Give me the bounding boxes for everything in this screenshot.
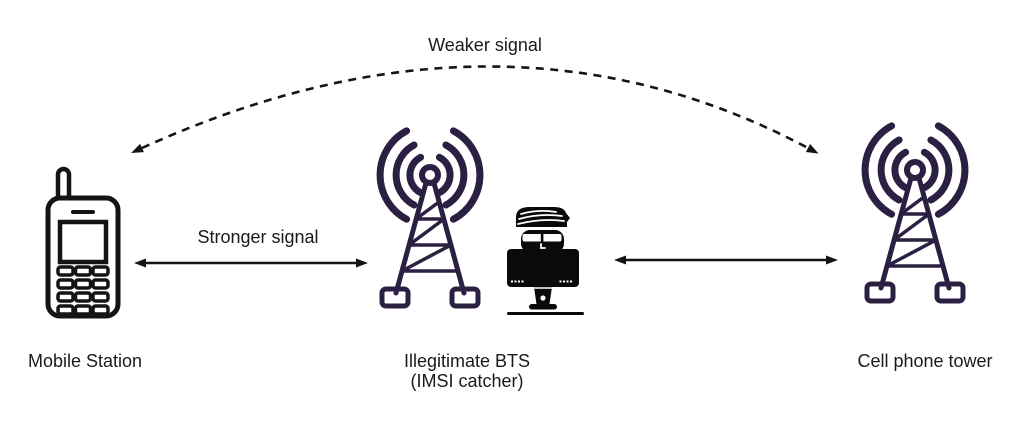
phone-keypad [56, 265, 110, 316]
bts-tower-arrow [614, 255, 838, 265]
stronger-signal-label: Stronger signal [197, 227, 319, 247]
hacker-at-computer-icon [507, 207, 584, 315]
illegitimate-bts-label-line2: (IMSI catcher) [410, 371, 524, 391]
cell-phone-tower-label: Cell phone tower [857, 351, 993, 371]
hacker-cap [515, 207, 570, 230]
signal-waves-icon [861, 122, 969, 218]
computer-monitor-icon [507, 249, 584, 315]
weaker-signal-arrow [131, 65, 819, 154]
stronger-signal-arrow [134, 258, 368, 268]
weaker-signal-label: Weaker signal [428, 35, 542, 55]
mobile-station-label: Mobile Station [27, 351, 143, 371]
illegitimate-bts-label-line1: Illegitimate BTS [403, 351, 531, 371]
cell-tower-icon-bts [376, 127, 484, 309]
illegitimate-bts-label: Illegitimate BTS (IMSI catcher) [357, 351, 577, 391]
signal-waves-icon [376, 127, 484, 223]
cell-tower-icon [861, 122, 969, 304]
mobile-phone-icon [45, 166, 121, 319]
